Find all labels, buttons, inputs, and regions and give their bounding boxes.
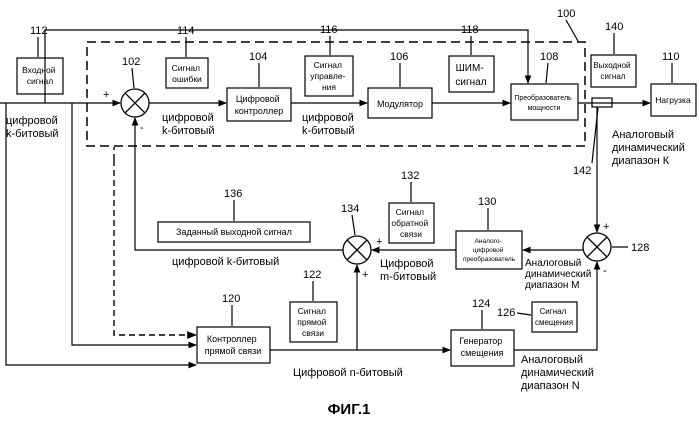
modulator-label: Модулятор	[377, 99, 423, 109]
ref-116: 116	[320, 24, 338, 36]
label-digital-k-left: цифровой k-битовый	[6, 115, 61, 140]
sign-134-plus-right: +	[376, 236, 382, 248]
label-analog-m: Аналоговый динамический диапазон М	[525, 258, 594, 291]
error-signal-label: Сигнал ошибки	[172, 63, 203, 84]
label-digital-k-feedback: цифровой k-битовый	[172, 256, 279, 268]
label-digital-n: Цифровой n-битовый	[293, 367, 403, 379]
sign-102-plus: +	[103, 89, 109, 101]
ref-136: 136	[224, 188, 242, 200]
input-signal-label: Входной сигнал	[22, 65, 58, 86]
label-digital-k-mid2: цифровой k-битовый	[302, 112, 357, 137]
leader-126	[517, 313, 531, 315]
output-signal-box	[591, 55, 636, 87]
ref-142: 142	[573, 165, 591, 177]
sign-128-plus: +	[603, 221, 609, 233]
label-analog-n: Аналоговый динамический диапазон N	[521, 354, 597, 392]
wire-dashed-to-ffc	[114, 160, 196, 335]
ref-124: 124	[472, 298, 490, 310]
ref-106: 106	[390, 51, 408, 63]
label-digital-k-mid1: цифровой k-битовый	[162, 112, 217, 137]
ref-114: 114	[177, 25, 195, 37]
summing-junction-102	[121, 89, 149, 117]
ref-130: 130	[478, 196, 496, 208]
ref-102: 102	[122, 56, 140, 68]
sign-128-minus: -	[603, 265, 607, 277]
label-analog-k: Аналоговый динамический диапазон К	[612, 129, 688, 167]
ref-140: 140	[605, 21, 623, 33]
ref-122: 122	[303, 269, 321, 281]
ref-128: 128	[631, 242, 649, 254]
label-digital-m: Цифровой m-битовый	[380, 258, 437, 283]
ref-132: 132	[401, 170, 419, 182]
ref-110: 110	[662, 51, 680, 63]
ref-108: 108	[540, 51, 558, 63]
sign-102-minus: -	[140, 122, 144, 134]
feedforward-controller-box	[197, 327, 270, 363]
power-converter-box	[511, 84, 578, 120]
ref-126: 126	[497, 307, 515, 319]
leader-102	[132, 68, 134, 88]
ref-112: 112	[30, 25, 48, 37]
leader-134	[352, 215, 355, 235]
load-label: Нагрузка	[655, 95, 691, 105]
summing-junction-128	[583, 233, 611, 261]
summing-junction-134	[343, 236, 371, 264]
ref-118: 118	[461, 24, 479, 36]
ref-134: 134	[341, 203, 359, 215]
ref-120: 120	[222, 293, 240, 305]
figure-caption: ФИГ.1	[328, 401, 371, 418]
leader-100	[566, 20, 578, 41]
setpoint-label: Заданный выходной сигнал	[176, 227, 292, 237]
ref-100: 100	[557, 8, 575, 20]
ref-104: 104	[249, 51, 267, 63]
digital-controller-box	[227, 88, 291, 121]
leader-108	[546, 63, 548, 83]
sign-134-plus-bottom: +	[362, 269, 368, 281]
